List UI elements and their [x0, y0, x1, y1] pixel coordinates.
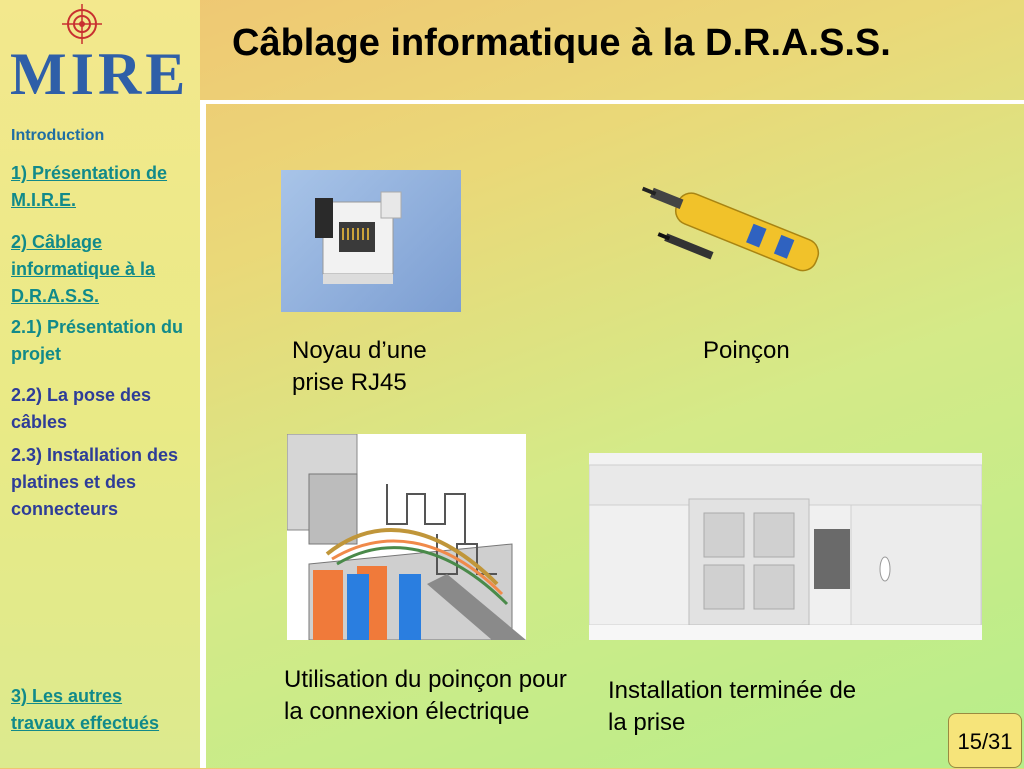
nav-installation-platines[interactable]: 2.3) Installation des platines et des co… — [11, 445, 179, 519]
finished-install-image — [589, 453, 982, 640]
logo: MIRE — [6, 4, 192, 104]
page-number: 15/31 — [948, 713, 1022, 768]
caption-poincon: Poinçon — [703, 337, 790, 364]
nav-pose-cables[interactable]: 2.2) La pose des câbles — [11, 385, 152, 432]
caption-rj45: Noyau d’une prise RJ45 — [292, 337, 427, 396]
nav-introduction[interactable]: Introduction — [11, 127, 105, 144]
header-divider — [200, 100, 1024, 104]
nav-presentation-mire[interactable]: 1) Présentation de M.I.R.E. — [11, 163, 168, 210]
sidebar-divider — [200, 100, 206, 768]
caption-installed: Installation terminée de la prise — [608, 677, 857, 736]
target-icon — [62, 4, 102, 44]
nav-cablage-drass[interactable]: 2) Câblage informatique à la D.R.A.S.S. — [11, 232, 156, 306]
nav-autres-travaux[interactable]: 3) Les autres travaux effectués — [11, 686, 160, 733]
nav-presentation-projet[interactable]: 2.1) Présentation du projet — [11, 317, 184, 364]
sidebar — [0, 0, 200, 768]
wire-connection-image — [287, 434, 526, 640]
logo-text: MIRE — [10, 41, 190, 107]
slide-title: Câblage informatique à la D.R.A.S.S. — [232, 22, 891, 64]
caption-usage: Utilisation du poinçon pour la connexion… — [284, 666, 567, 725]
punch-tool-image — [632, 172, 832, 286]
rj45-core-image — [281, 170, 461, 312]
